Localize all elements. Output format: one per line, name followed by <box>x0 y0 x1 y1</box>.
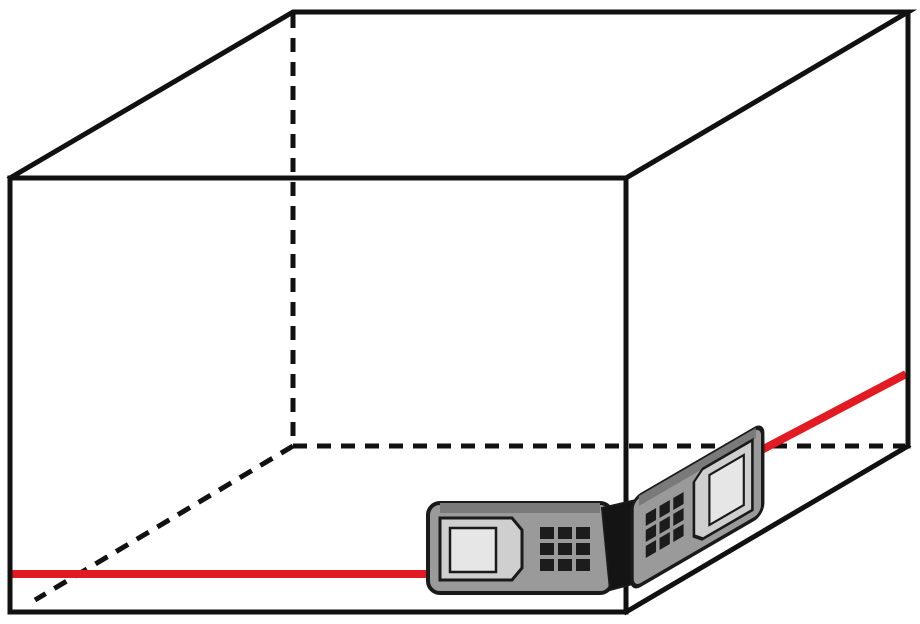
front-wall-meter <box>426 501 614 595</box>
laser-beams <box>12 370 908 578</box>
front-key <box>576 527 590 539</box>
front-key <box>558 559 572 571</box>
front-key <box>540 527 554 539</box>
visible-edges <box>6 9 918 616</box>
front-key <box>540 543 554 555</box>
right-bottom-edge <box>622 442 912 616</box>
side-wall-laser <box>750 370 908 459</box>
front-face <box>7 175 629 615</box>
side-key <box>645 508 657 526</box>
side-meter-top-rim <box>638 428 756 506</box>
side-key <box>645 524 657 542</box>
side-key <box>645 540 657 558</box>
front-key <box>540 559 554 571</box>
front-key <box>576 543 590 555</box>
front-key <box>576 559 590 571</box>
front-meter-top-rim <box>440 503 600 513</box>
front-meter-keypad <box>540 527 590 571</box>
front-key <box>558 543 572 555</box>
side-wall-meter <box>630 425 765 589</box>
side-meter-screen <box>708 453 745 527</box>
top-face-edges <box>6 9 918 182</box>
front-key <box>558 527 572 539</box>
front-meter-screen <box>448 526 498 574</box>
